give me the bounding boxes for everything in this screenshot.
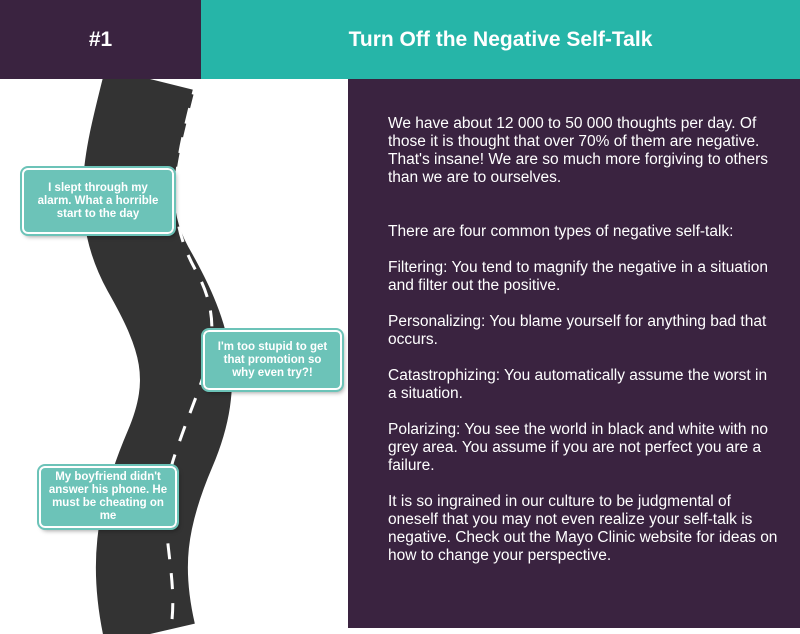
filtering-paragraph: Filtering: You tend to magnify the negat…: [388, 259, 768, 294]
content-panel: We have about 12 000 to 50 000 thoughts …: [348, 79, 800, 628]
road-illustration-panel: I slept through my alarm. What a horribl…: [0, 79, 348, 634]
thought-bubble-text: I slept through my alarm. What a horribl…: [37, 181, 159, 220]
body-text: We have about 12 000 to 50 000 thoughts …: [388, 115, 780, 583]
road-surface: [82, 79, 232, 634]
polarizing-paragraph: Polarizing: You see the world in black a…: [388, 421, 768, 474]
types-intro-paragraph: There are four common types of negative …: [388, 223, 734, 240]
intro-paragraph: We have about 12 000 to 50 000 thoughts …: [388, 115, 769, 186]
thought-bubble-alarm: I slept through my alarm. What a horribl…: [20, 166, 176, 236]
personalizing-paragraph: Personalizing: You blame yourself for an…: [388, 313, 767, 348]
section-number: #1: [0, 0, 201, 79]
catastrophizing-paragraph: Catastrophizing: You automatically assum…: [388, 367, 768, 402]
thought-bubble-promotion: I'm too stupid to get that promotion so …: [201, 328, 344, 392]
page-title: Turn Off the Negative Self-Talk: [201, 0, 800, 79]
thought-bubble-boyfriend: My boyfriend didn't answer his phone. He…: [37, 464, 179, 530]
thought-bubble-text: I'm too stupid to get that promotion so …: [217, 340, 328, 379]
thought-bubble-text: My boyfriend didn't answer his phone. He…: [48, 471, 168, 522]
closing-paragraph: It is so ingrained in our culture to be …: [388, 493, 778, 564]
road-center-line: [164, 79, 214, 634]
